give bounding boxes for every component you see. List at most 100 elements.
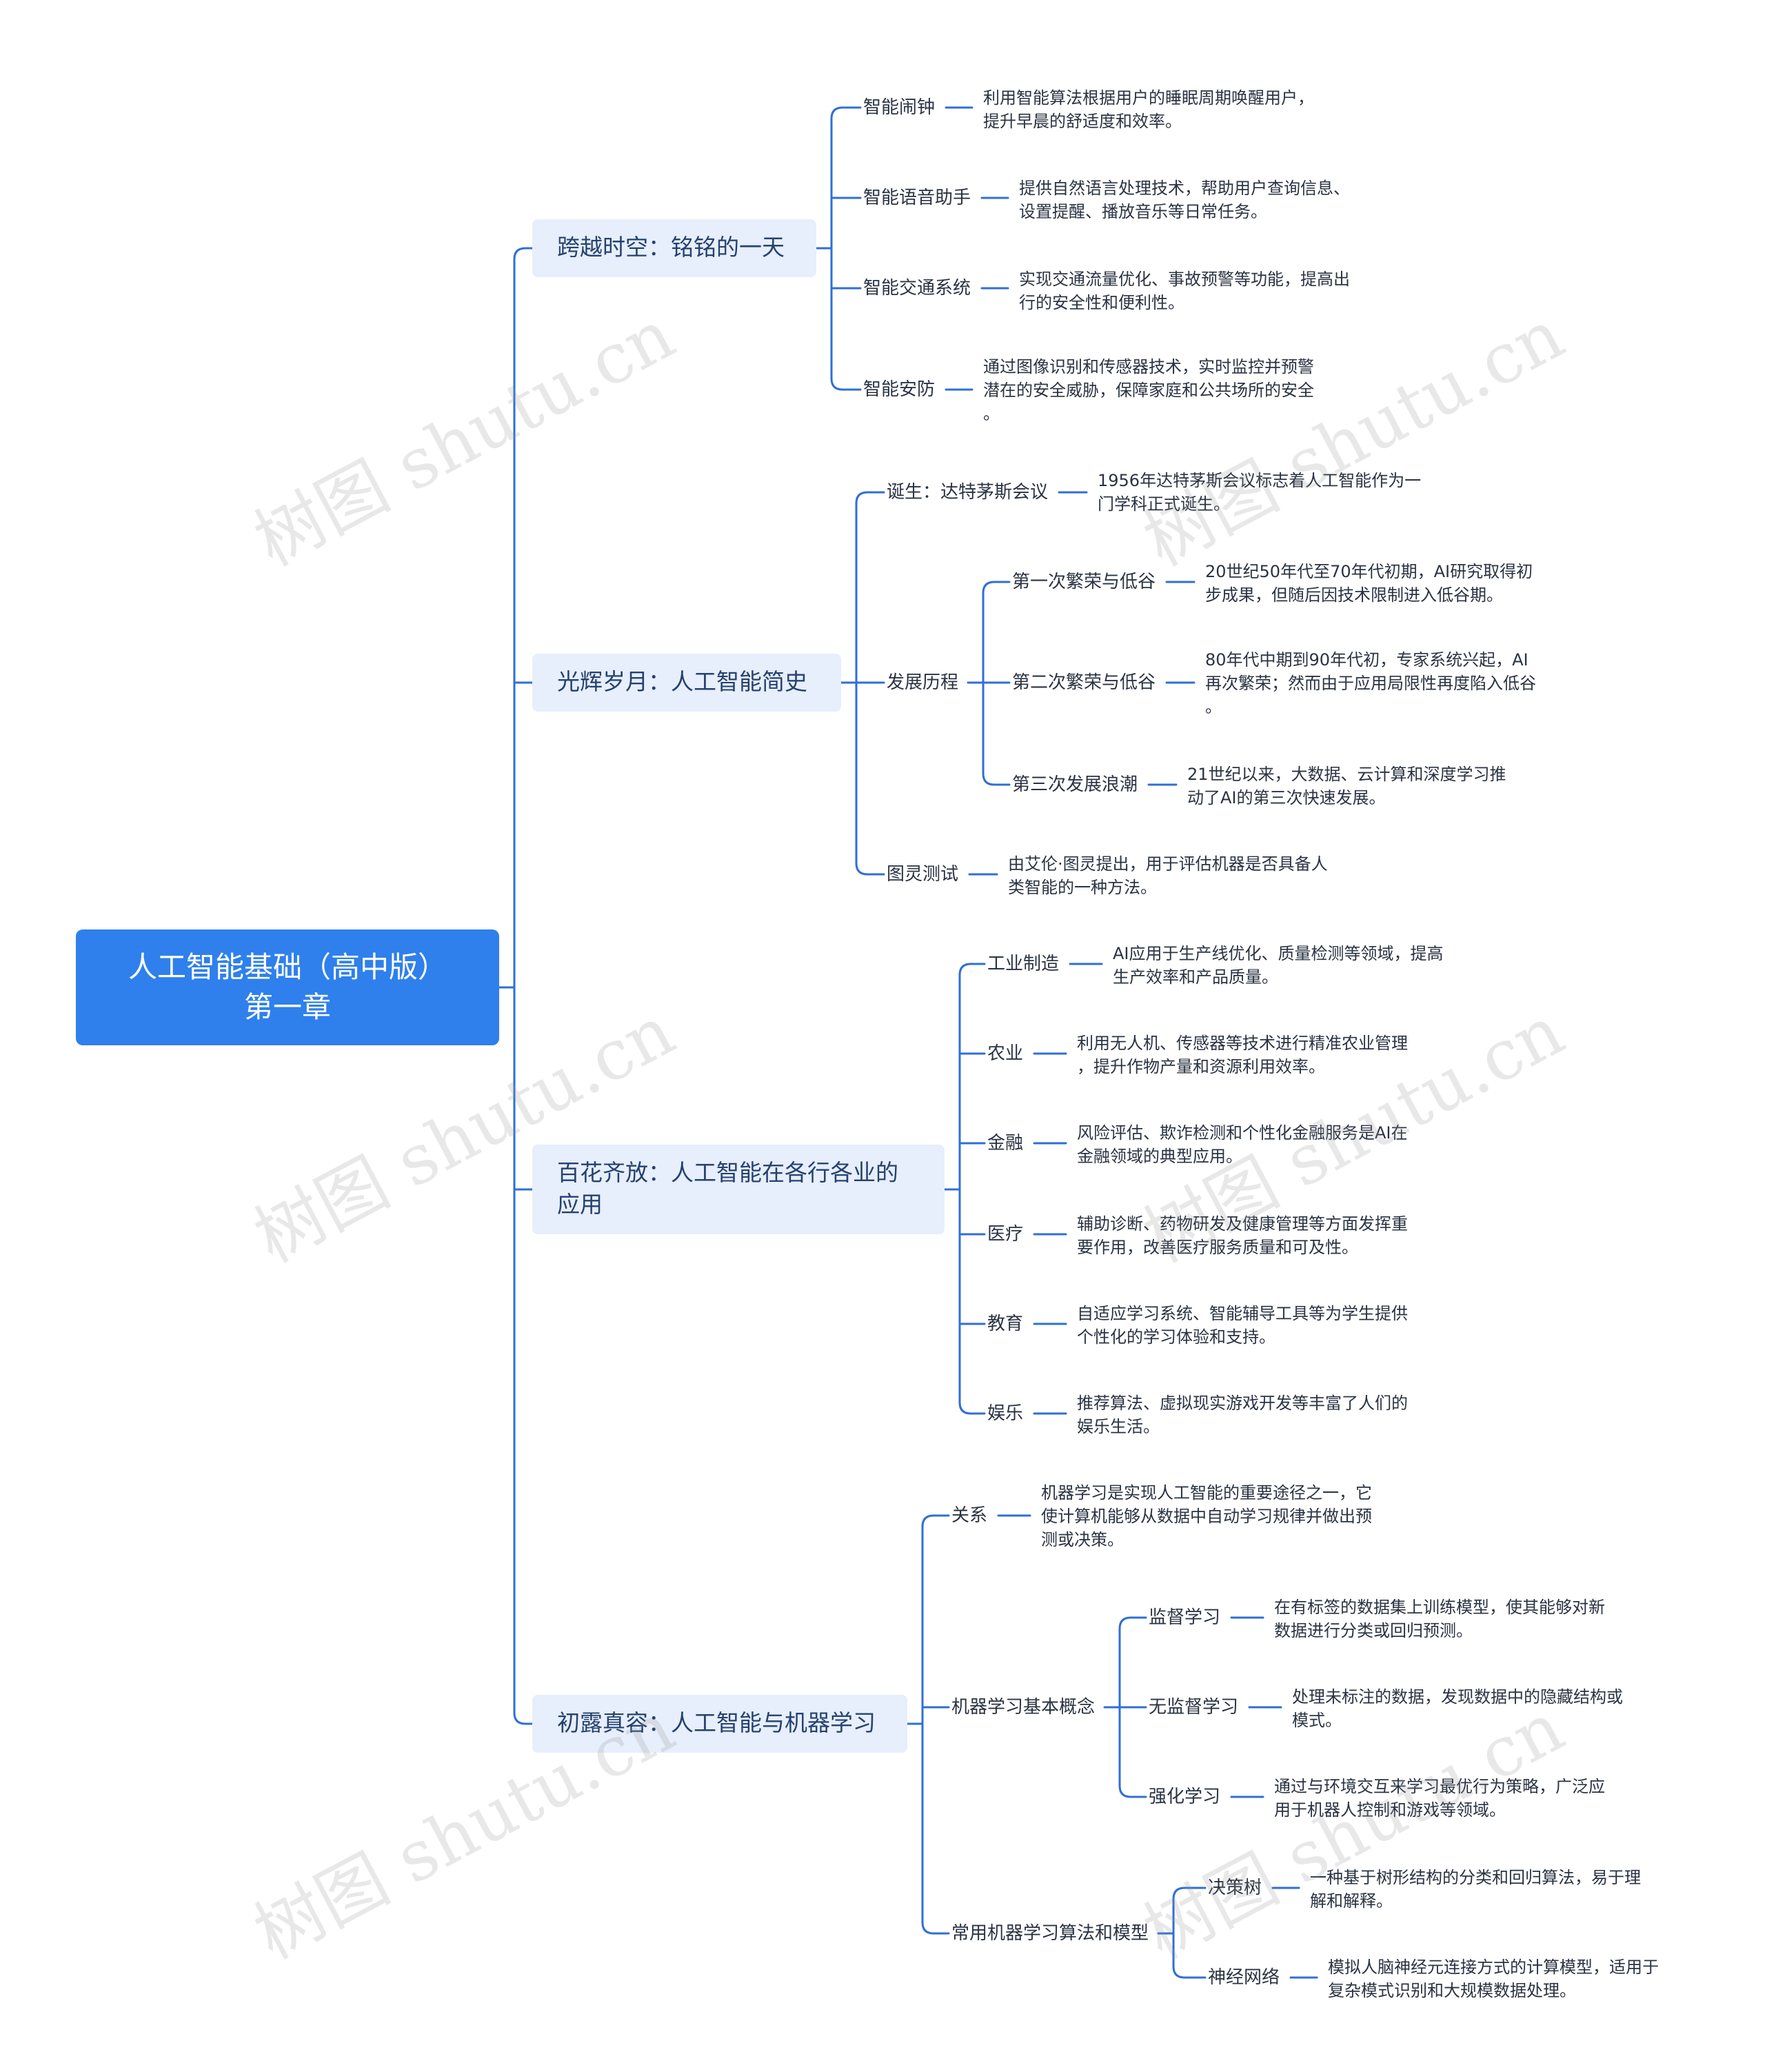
subtopic-4-3-1[interactable]: 决策树 [1208, 1878, 1262, 1898]
topic-4-2[interactable]: 机器学习基本概念 [951, 1697, 1096, 1718]
topic-1-1[interactable]: 智能闹钟 [863, 97, 936, 118]
desc-line: 辅助诊断、药物研发及健康管理等方面发挥重 [1077, 1214, 1408, 1234]
topic-desc: 风险评估、欺诈检测和个性化金融服务是AI在金融领域的典型应用。 [1077, 1121, 1408, 1168]
topic-1-2[interactable]: 智能语音助手 [863, 188, 971, 208]
branch-node-3[interactable]: 百花齐放：人工智能在各行各业的应用 [532, 1145, 945, 1234]
subtopic-2-2-1[interactable]: 第一次繁荣与低谷 [1012, 572, 1156, 592]
connector-line [855, 491, 885, 505]
connector-line [1172, 1887, 1207, 1900]
topic-desc: 利用智能算法根据用户的睡眠周期唤醒用户，提升早晨的舒适度和效率。 [983, 86, 1314, 133]
topic-4-3[interactable]: 常用机器学习算法和模型 [951, 1923, 1149, 1944]
topic-desc: AI应用于生产线优化、质量检测等领域，提高生产效率和产品质量。 [1113, 942, 1444, 989]
connector-line [855, 862, 885, 876]
topic-desc: 由艾伦·图灵提出，用于评估机器是否具备人类智能的一种方法。 [1008, 852, 1328, 899]
desc-line: 处理未标注的数据，发现数据中的隐藏结构或 [1292, 1687, 1623, 1707]
topic-3-3[interactable]: 金融 [987, 1133, 1024, 1154]
desc-line: 机器学习是实现人工智能的重要途径之一，它 [1041, 1483, 1372, 1502]
desc-line: 由艾伦·图灵提出，用于评估机器是否具备人 [1008, 854, 1328, 874]
desc-line: 复杂模式识别和大规模数据处理。 [1328, 1981, 1576, 2000]
subtopic-4-2-3[interactable]: 强化学习 [1149, 1787, 1221, 1807]
topic-desc: 利用无人机、传感器等技术进行精准农业管理，提升作物产量和资源利用效率。 [1077, 1032, 1408, 1078]
topic-3-5[interactable]: 教育 [987, 1314, 1024, 1334]
connector-line [982, 772, 1011, 786]
subtopic-desc: 处理未标注的数据，发现数据中的隐藏结构或模式。 [1292, 1685, 1623, 1732]
desc-line: 实现交通流量优化、事故预警等功能，提高出 [1019, 270, 1350, 289]
connector-line [830, 106, 862, 120]
desc-line: 动了AI的第三次快速发展。 [1187, 788, 1386, 807]
connector-line [1172, 1965, 1207, 1979]
desc-line: 金融领域的典型应用。 [1077, 1147, 1242, 1166]
subtopic-desc: 一种基于树形结构的分类和回归算法，易于理解和解释。 [1310, 1866, 1641, 1913]
desc-line: 设置提醒、播放音乐等日常任务。 [1019, 202, 1267, 221]
topic-desc: 通过图像识别和传感器技术，实时监控并预警潜在的安全威胁，保障家庭和公共场所的安全… [983, 355, 1314, 425]
desc-line: 解和解释。 [1310, 1891, 1393, 1911]
topic-3-6[interactable]: 娱乐 [987, 1403, 1024, 1424]
subtopic-4-2-1[interactable]: 监督学习 [1149, 1607, 1221, 1628]
desc-line: 在有标签的数据集上训练模型，使其能够对新 [1274, 1598, 1605, 1617]
subtopic-desc: 在有标签的数据集上训练模型，使其能够对新数据进行分类或回归预测。 [1274, 1596, 1605, 1642]
subtopic-2-2-3[interactable]: 第三次发展浪潮 [1012, 774, 1138, 795]
connector-line [921, 1514, 950, 1528]
desc-line: 类智能的一种方法。 [1008, 878, 1157, 897]
subtopic-desc: 20世纪50年代至70年代初期，AI研究取得初步成果，但随后因技术限制进入低谷期… [1205, 560, 1533, 607]
desc-line: 行的安全性和便利性。 [1019, 293, 1184, 312]
connector-line [830, 377, 862, 391]
connector-line [982, 581, 1011, 594]
desc-line: 再次繁荣；然而由于应用局限性再度陷入低谷 [1205, 674, 1536, 693]
connector-line [958, 1401, 986, 1415]
topic-2-3[interactable]: 图灵测试 [887, 864, 959, 885]
desc-line: 利用无人机、传感器等技术进行精准农业管理 [1077, 1034, 1408, 1053]
subtopic-desc: 80年代中期到90年代初，专家系统兴起，AI 再次繁荣；然而由于应用局限性再度陷入… [1205, 648, 1536, 718]
topic-1-4[interactable]: 智能安防 [863, 379, 936, 400]
desc-line: 提升早晨的舒适度和效率。 [983, 112, 1182, 131]
connector-line [1118, 1784, 1147, 1798]
topic-3-4[interactable]: 医疗 [987, 1224, 1024, 1245]
subtopic-4-3-2[interactable]: 神经网络 [1208, 1967, 1280, 1988]
desc-line: 用于机器人控制和游戏等领域。 [1274, 1800, 1506, 1820]
topic-desc: 1956年达特茅斯会议标志着人工智能作为一门学科正式诞生。 [1098, 469, 1421, 516]
topic-2-1[interactable]: 诞生：达特茅斯会议 [887, 482, 1049, 503]
root-subtitle: 第一章 [243, 990, 331, 1024]
desc-line: 门学科正式诞生。 [1098, 494, 1230, 514]
desc-line: 要作用，改善医疗服务质量和可及性。 [1077, 1238, 1358, 1257]
root-title: 人工智能基础（高中版） [128, 950, 447, 984]
subtopic-desc: 模拟人脑神经元连接方式的计算模型，适用于复杂模式识别和大规模数据处理。 [1328, 1955, 1659, 2002]
desc-line: 模式。 [1292, 1711, 1342, 1730]
desc-line: 。 [983, 404, 1000, 423]
desc-line: 自适应学习系统、智能辅导工具等为学生提供 [1077, 1304, 1408, 1323]
topic-1-3[interactable]: 智能交通系统 [863, 278, 971, 299]
desc-line: 潜在的安全威胁，保障家庭和公共场所的安全 [983, 381, 1314, 400]
branch-node-1[interactable]: 跨越时空：铭铭的一天 [532, 219, 816, 277]
desc-line: 风险评估、欺诈检测和个性化金融服务是AI在 [1077, 1123, 1408, 1143]
desc-line: 通过与环境交互来学习最优行为策略，广泛应 [1274, 1777, 1605, 1796]
topic-desc: 推荐算法、虚拟现实游戏开发等丰富了人们的娱乐生活。 [1077, 1391, 1408, 1438]
desc-line: 个性化的学习体验和支持。 [1077, 1327, 1275, 1347]
desc-line: 80年代中期到90年代初，专家系统兴起，AI [1205, 650, 1529, 670]
topic-4-1[interactable]: 关系 [951, 1505, 988, 1526]
desc-line: 一种基于树形结构的分类和回归算法，易于理 [1310, 1868, 1641, 1887]
topic-desc: 辅助诊断、药物研发及健康管理等方面发挥重要作用，改善医疗服务质量和可及性。 [1077, 1212, 1408, 1259]
topic-desc: 实现交通流量优化、事故预警等功能，提高出行的安全性和便利性。 [1019, 268, 1350, 314]
topic-3-2[interactable]: 农业 [987, 1043, 1024, 1064]
connector-line [513, 247, 534, 261]
subtopic-4-2-2[interactable]: 无监督学习 [1149, 1697, 1239, 1718]
root-node[interactable]: 人工智能基础（高中版） 第一章 [76, 929, 499, 1045]
desc-line: 。 [1205, 697, 1222, 716]
connector-line [513, 1711, 534, 1725]
branch-node-4[interactable]: 初露真容：人工智能与机器学习 [532, 1695, 907, 1753]
branch-node-2[interactable]: 光辉岁月：人工智能简史 [532, 654, 841, 712]
subtopic-desc: 通过与环境交互来学习最优行为策略，广泛应用于机器人控制和游戏等领域。 [1274, 1775, 1605, 1822]
desc-line: 1956年达特茅斯会议标志着人工智能作为一 [1098, 471, 1422, 490]
desc-line: 通过图像识别和传感器技术，实时监控并预警 [983, 357, 1314, 376]
topic-2-2[interactable]: 发展历程 [887, 672, 959, 693]
desc-line: 数据进行分类或回归预测。 [1274, 1621, 1473, 1640]
topic-3-1[interactable]: 工业制造 [987, 954, 1060, 974]
desc-line: 提供自然语言处理技术，帮助用户查询信息、 [1019, 179, 1350, 198]
desc-line: 娱乐生活。 [1077, 1417, 1160, 1436]
desc-line: 模拟人脑神经元连接方式的计算模型，适用于 [1328, 1958, 1659, 1977]
subtopic-2-2-2[interactable]: 第二次繁荣与低谷 [1012, 672, 1156, 693]
desc-line: 21世纪以来，大数据、云计算和深度学习推 [1187, 765, 1506, 784]
subtopic-desc: 21世纪以来，大数据、云计算和深度学习推动了AI的第三次快速发展。 [1187, 763, 1506, 809]
